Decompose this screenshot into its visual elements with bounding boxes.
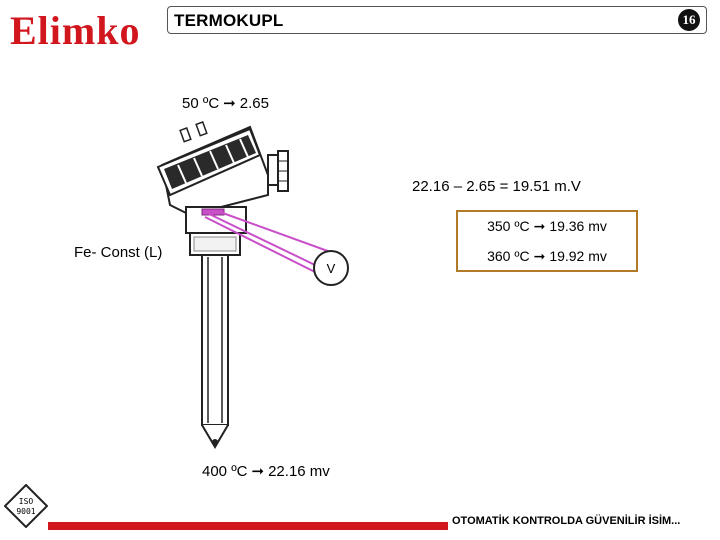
tip-value: 22.16 mv — [268, 463, 330, 480]
svg-text:ISO: ISO — [19, 497, 34, 506]
arrow-icon: ➞ — [533, 218, 546, 234]
footer-bar — [48, 522, 448, 530]
ref-value: 2.65 — [239, 95, 269, 112]
thermocouple-drawing — [156, 121, 289, 449]
elimko-logo: Elimko — [10, 8, 140, 50]
lookup-table-box: 350 ºC➞19.36 mv 360 ºC➞19.92 mv — [456, 210, 638, 272]
page-title: TERMOKUPL — [174, 11, 284, 30]
table-row-2: 360 ºC➞19.92 mv — [487, 248, 607, 264]
arrow-icon: ➞ — [251, 463, 265, 480]
thermocouple-type: Fe- Const (L) — [74, 244, 163, 261]
iso-9001-badge: ISO 9001 — [4, 484, 48, 528]
title-bar: TERMOKUPL 16 — [167, 6, 707, 34]
voltmeter-label: V — [326, 260, 336, 276]
table-row-1: 350 ºC➞19.36 mv — [487, 218, 607, 234]
arrow-icon: ➞ — [533, 248, 546, 264]
svg-text:9001: 9001 — [16, 507, 35, 516]
ref-junction-label: 50 ºC➞2.65 — [182, 94, 269, 112]
arrow-icon: ➞ — [223, 95, 236, 112]
page-number-badge: 16 — [678, 9, 700, 31]
tip-temp: 400 ºC — [202, 463, 248, 480]
logo-text: Elimko — [10, 8, 140, 50]
tip-junction-label: 400 ºC➞22.16 mv — [202, 462, 330, 480]
voltmeter: V — [313, 250, 349, 286]
equation: 22.16 – 2.65 = 19.51 m.V — [412, 178, 581, 195]
ref-temp: 50 ºC — [182, 95, 220, 112]
footer-tagline: OTOMATİK KONTROLDA GÜVENİLİR İSİM... — [452, 515, 681, 527]
